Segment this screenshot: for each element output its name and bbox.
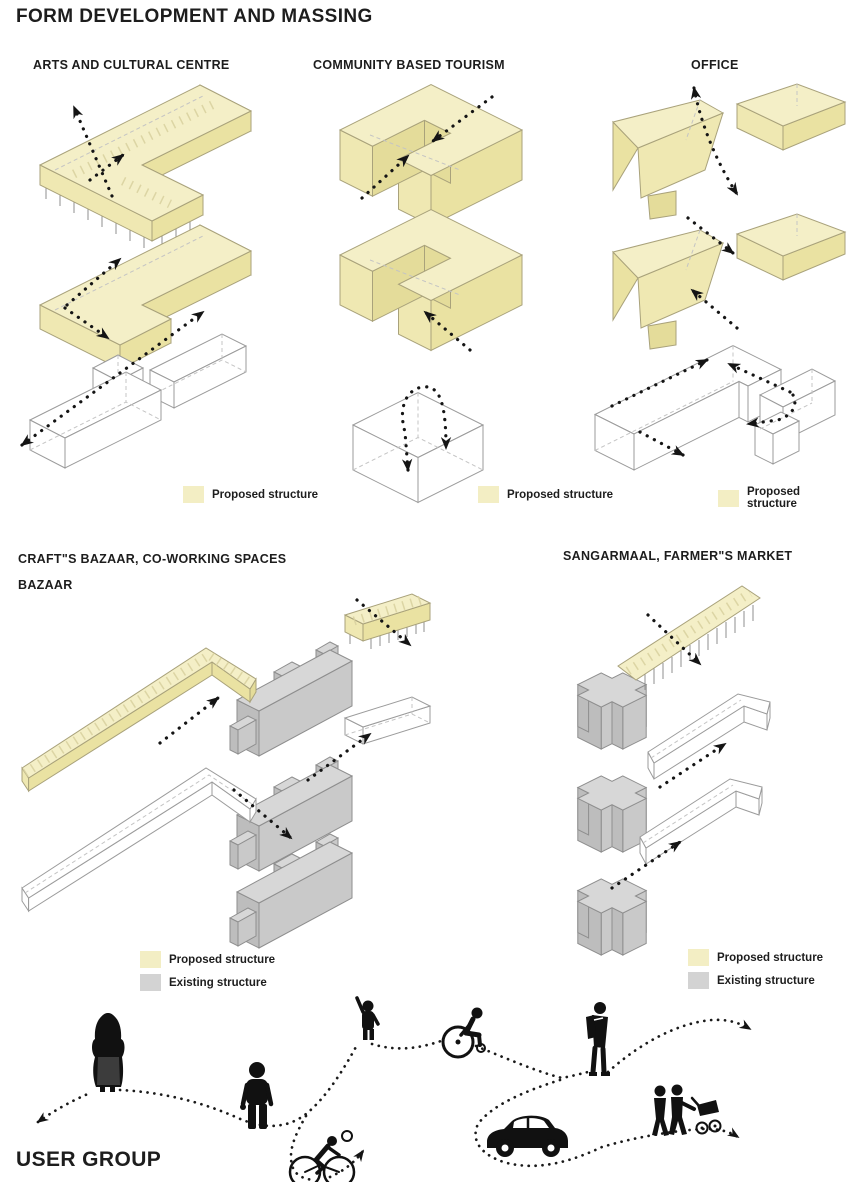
outline-cube <box>351 391 485 504</box>
legend-sangarmaal: Proposed structure Existing structure <box>688 949 823 989</box>
legend-label: Proposed structure <box>507 488 614 501</box>
existing-swatch <box>688 972 709 989</box>
legend-label: Proposed structure <box>212 488 319 501</box>
proposed-swatch <box>478 486 499 503</box>
existing-swatch <box>140 974 161 991</box>
flow-arrow <box>423 310 472 352</box>
outline-bar <box>639 778 763 865</box>
proposed-canopy <box>617 585 761 690</box>
legend-arts: Proposed structure <box>183 486 318 503</box>
office-massing-diagram <box>593 83 847 471</box>
winding-path <box>118 1043 359 1128</box>
flow-arrow <box>355 598 412 647</box>
existing-cross-block <box>576 775 648 853</box>
flow-arrow <box>20 310 205 447</box>
winding-path <box>370 1039 443 1050</box>
legend-row: Proposed structure <box>140 951 275 968</box>
existing-block <box>228 833 354 949</box>
flow-arrow <box>686 216 735 255</box>
winding-path <box>474 1044 590 1080</box>
flow-arrow <box>306 732 372 782</box>
arts-massing-diagram <box>20 84 253 469</box>
outline-box <box>343 696 432 745</box>
path-arrow <box>328 1149 365 1179</box>
community-massing-diagram <box>338 83 524 504</box>
legend-label: Proposed structure <box>169 953 276 966</box>
legend-label: Existing structure <box>717 974 815 987</box>
bazaar-title-line2: BAZAAR <box>18 578 73 592</box>
proposed-swatch <box>688 949 709 966</box>
proposed-wedge-pair <box>612 213 847 350</box>
outline-l-block <box>593 344 783 471</box>
proposed-slab-on-stilts <box>38 84 253 248</box>
sangarmaal-massing-diagram <box>576 585 771 956</box>
proposed-wedge-pair <box>612 83 847 220</box>
flow-arrow <box>658 742 727 789</box>
legend-label: Existing structure <box>169 976 267 989</box>
car-icon <box>487 1115 568 1157</box>
flow-arrow <box>158 696 220 745</box>
flow-arrow <box>746 393 797 428</box>
path-arrow <box>606 1018 752 1074</box>
legend-row: Existing structure <box>140 974 275 991</box>
legend-row: Proposed structure <box>688 949 823 966</box>
legend-community: Proposed structure <box>478 486 613 503</box>
existing-cross-block <box>576 672 648 750</box>
column-title-office: OFFICE <box>691 58 739 72</box>
proposed-stilted-box <box>343 593 432 649</box>
legend-office: Proposed structure <box>718 486 850 510</box>
column-title-arts: ARTS AND CULTURAL CENTRE <box>33 58 230 72</box>
flow-arrow <box>610 358 709 408</box>
cyclist-icon <box>288 1130 356 1182</box>
legend-bazaar: Proposed structure Existing structure <box>140 951 275 991</box>
elderly-woman-icon <box>92 1013 125 1092</box>
flow-arrow <box>727 362 792 394</box>
proposed-u-mass <box>338 208 524 352</box>
proposed-bent-bar <box>21 647 257 793</box>
child-raising-hand-icon <box>355 996 380 1040</box>
outline-bent-bar <box>21 767 257 913</box>
flow-arrow <box>72 105 114 198</box>
wheelchair-user-icon <box>441 1007 486 1059</box>
user-group-diagram <box>36 996 752 1182</box>
person-with-backpack-icon <box>586 1002 610 1076</box>
proposed-u-mass <box>338 83 524 227</box>
bazaar-massing-diagram <box>21 593 432 949</box>
proposed-swatch <box>140 951 161 968</box>
flow-arrow <box>88 153 125 182</box>
legend-label: Proposed structure <box>717 951 824 964</box>
flow-arrow <box>690 288 739 330</box>
path-arrow <box>36 1091 92 1124</box>
section-title-sangarmaal: SANGARMAAL, FARMER"S MARKET <box>563 549 793 563</box>
existing-cross-block <box>576 878 648 956</box>
column-title-community: COMMUNITY BASED TOURISM <box>313 58 505 72</box>
standing-adult-icon <box>240 1062 274 1129</box>
outline-l-block <box>753 368 837 465</box>
proposed-swatch <box>718 489 739 507</box>
bazaar-title-line1: CRAFT"S BAZAAR, CO-WORKING SPACES <box>18 552 287 566</box>
proposed-swatch <box>183 486 204 503</box>
flow-arrow <box>610 840 682 890</box>
flow-arrow <box>360 154 410 200</box>
existing-block <box>228 641 354 757</box>
user-group-title: USER GROUP <box>16 1148 162 1171</box>
legend-row: Existing structure <box>688 972 823 989</box>
outline-bar <box>647 693 771 780</box>
legend-label: Proposed structure <box>747 486 801 510</box>
section-title-bazaar: CRAFT"S BAZAAR, CO-WORKING SPACES BAZAAR <box>18 546 286 598</box>
family-with-stroller-icon <box>652 1084 722 1136</box>
page-title: FORM DEVELOPMENT AND MASSING <box>16 6 373 27</box>
existing-block <box>228 756 354 872</box>
flow-arrow <box>638 430 685 457</box>
